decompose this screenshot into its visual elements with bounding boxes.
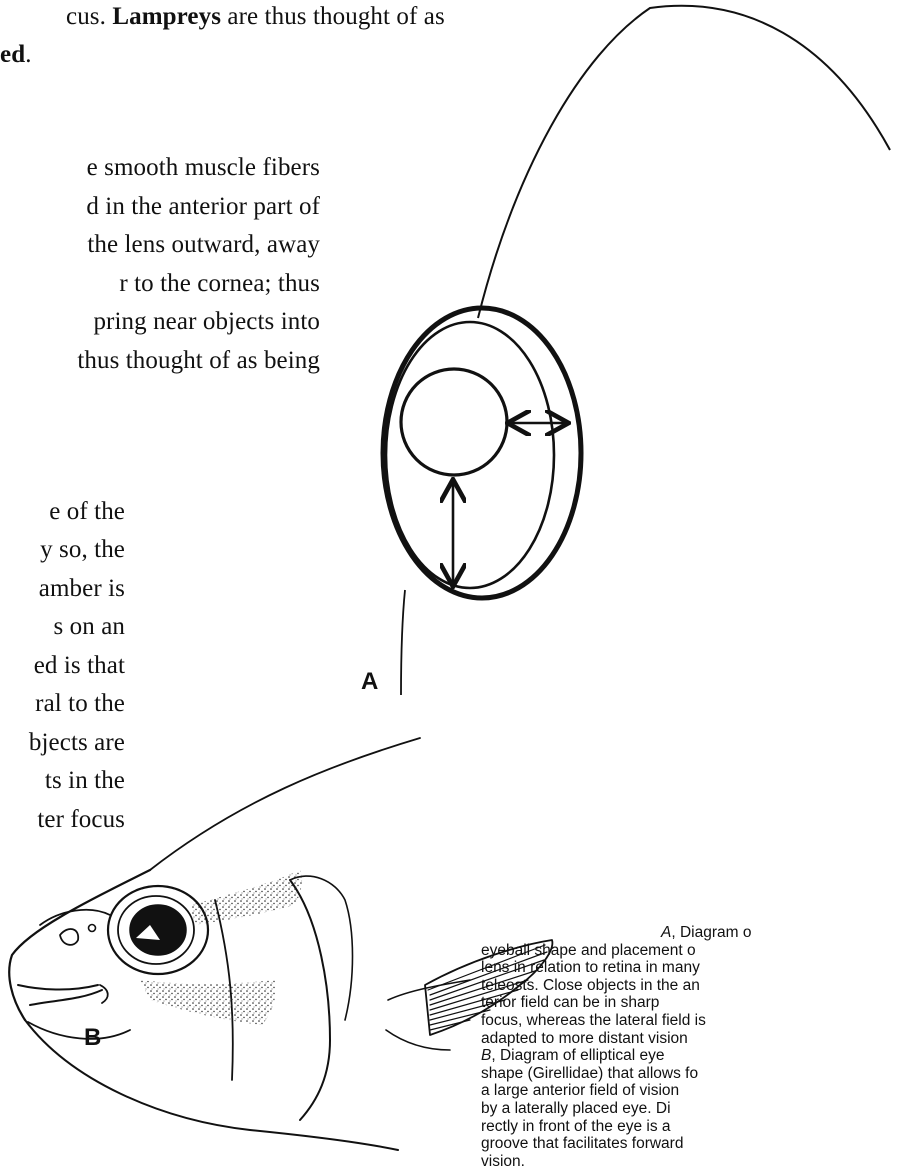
- panel-label-a: A: [361, 668, 378, 696]
- head-outline-arc: [478, 6, 890, 318]
- caption-line: vision.: [481, 1153, 901, 1170]
- caption-line: rectly in front of the eye is a: [481, 1118, 901, 1136]
- panel-label-b: B: [84, 1024, 101, 1052]
- eye-diagram-a: [383, 308, 581, 598]
- caption-line: a large anterior field of vision: [481, 1082, 901, 1100]
- caption-line: groove that facilitates forward: [481, 1135, 901, 1153]
- head-outline-lower: [401, 590, 405, 695]
- caption-line: shape (Girellidae) that allows fo: [481, 1065, 901, 1083]
- caption-line: terior field can be in sharp: [481, 994, 901, 1012]
- caption-italic-a: A: [661, 924, 671, 941]
- fish-drawing-b: [9, 738, 552, 1150]
- caption-line-text: , Diagram of elliptical eye: [491, 1047, 664, 1064]
- caption-line: lens in relation to retina in many: [481, 959, 901, 977]
- stipple-band-lower: [140, 980, 276, 1025]
- lens: [401, 369, 507, 475]
- caption-line: B, Diagram of elliptical eye: [481, 1047, 901, 1065]
- figure-caption: A, Diagram o eyeball shape and placement…: [481, 924, 901, 1170]
- caption-line: A, Diagram o: [481, 924, 901, 942]
- caption-line: teleosts. Close objects in the an: [481, 977, 901, 995]
- stipple-band-upper: [190, 870, 302, 925]
- caption-line: by a laterally placed eye. Di: [481, 1100, 901, 1118]
- caption-line: focus, whereas the lateral field is: [481, 1012, 901, 1030]
- caption-line: eyeball shape and placement o: [481, 942, 901, 960]
- caption-line-text: , Diagram o: [671, 924, 751, 941]
- caption-line: adapted to more distant vision: [481, 1030, 901, 1048]
